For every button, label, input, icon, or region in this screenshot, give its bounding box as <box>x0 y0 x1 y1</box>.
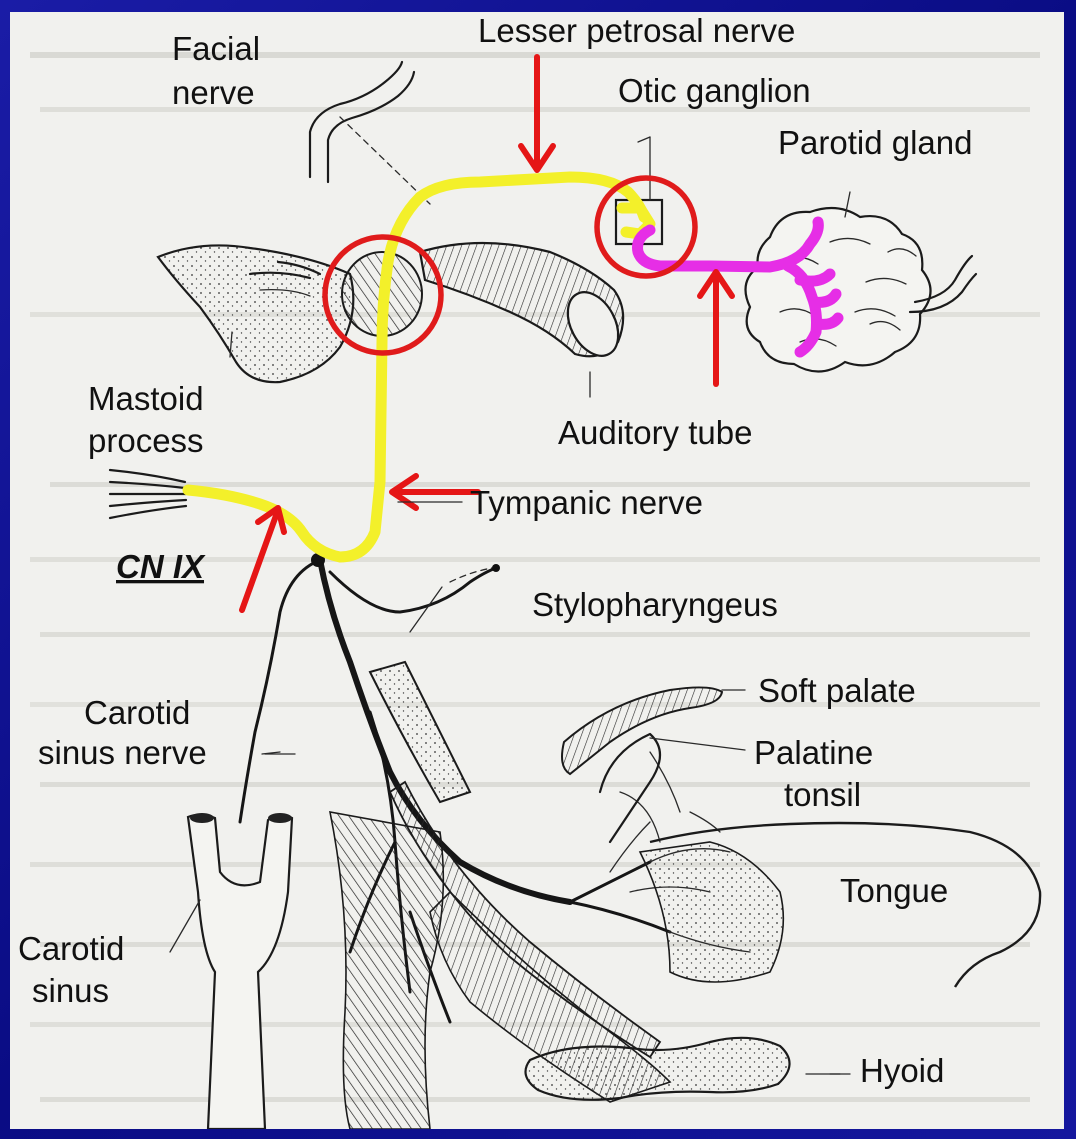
label-tympanic-nerve: Tympanic nerve <box>470 484 703 521</box>
carotid-sinus-drawing <box>169 751 294 1129</box>
arrow-lesser-petrosal <box>518 54 556 173</box>
label-lesser-petrosal-nerve: Lesser petrosal nerve <box>478 12 795 49</box>
label-otic-ganglion: Otic ganglion <box>618 72 811 109</box>
soft-palate-drawing <box>561 686 746 776</box>
diagram-paper: Facial nerve Lesser petrosal nerve Otic … <box>10 12 1064 1129</box>
label-parotid-gland: Parotid gland <box>778 124 972 161</box>
label-palatine-tonsil-line2: tonsil <box>784 776 861 813</box>
preganglionic-highlight <box>182 171 656 563</box>
tympanic-plexus-circle <box>322 234 444 356</box>
label-palatine-tonsil-line1: Palatine <box>754 734 873 771</box>
label-carotid-sinus-nerve-line1: Carotid <box>84 694 190 731</box>
hyoid-drawing <box>524 1036 841 1101</box>
label-hyoid: Hyoid <box>860 1052 944 1089</box>
arrow-cn-ix <box>239 505 287 613</box>
arrow-postganglionic <box>697 269 735 387</box>
palatine-tonsil-drawing <box>598 732 746 844</box>
postganglionic-highlight <box>632 216 844 358</box>
stylopharyngeus-drawing <box>368 586 662 1059</box>
label-leaders <box>264 501 851 1075</box>
label-auditory-tube: Auditory tube <box>558 414 752 451</box>
label-carotid-sinus-nerve-line2: sinus nerve <box>38 734 207 771</box>
label-facial-nerve-line1: Facial <box>172 30 260 67</box>
label-cn-ix: CN IX <box>116 548 206 585</box>
label-stylopharyngeus: Stylopharyngeus <box>532 586 778 623</box>
label-carotid-sinus-line2: sinus <box>32 972 109 1009</box>
arrow-tympanic-nerve <box>389 473 481 511</box>
auditory-tube-drawing <box>418 241 625 398</box>
label-carotid-sinus-line1: Carotid <box>18 930 124 967</box>
mastoid-process-drawing <box>156 244 355 384</box>
cn-ix-rootlets-drawing <box>108 468 188 520</box>
label-tongue: Tongue <box>840 872 948 909</box>
asterisk-marker <box>492 564 500 572</box>
label-soft-palate: Soft palate <box>758 672 916 709</box>
facial-nerve-drawing <box>308 60 431 205</box>
label-mastoid-line1: Mastoid <box>88 380 204 417</box>
otic-ganglion-circle <box>594 175 698 279</box>
tongue-drawing <box>638 821 1042 988</box>
label-facial-nerve-line2: nerve <box>172 74 255 111</box>
label-mastoid-line2: process <box>88 422 204 459</box>
